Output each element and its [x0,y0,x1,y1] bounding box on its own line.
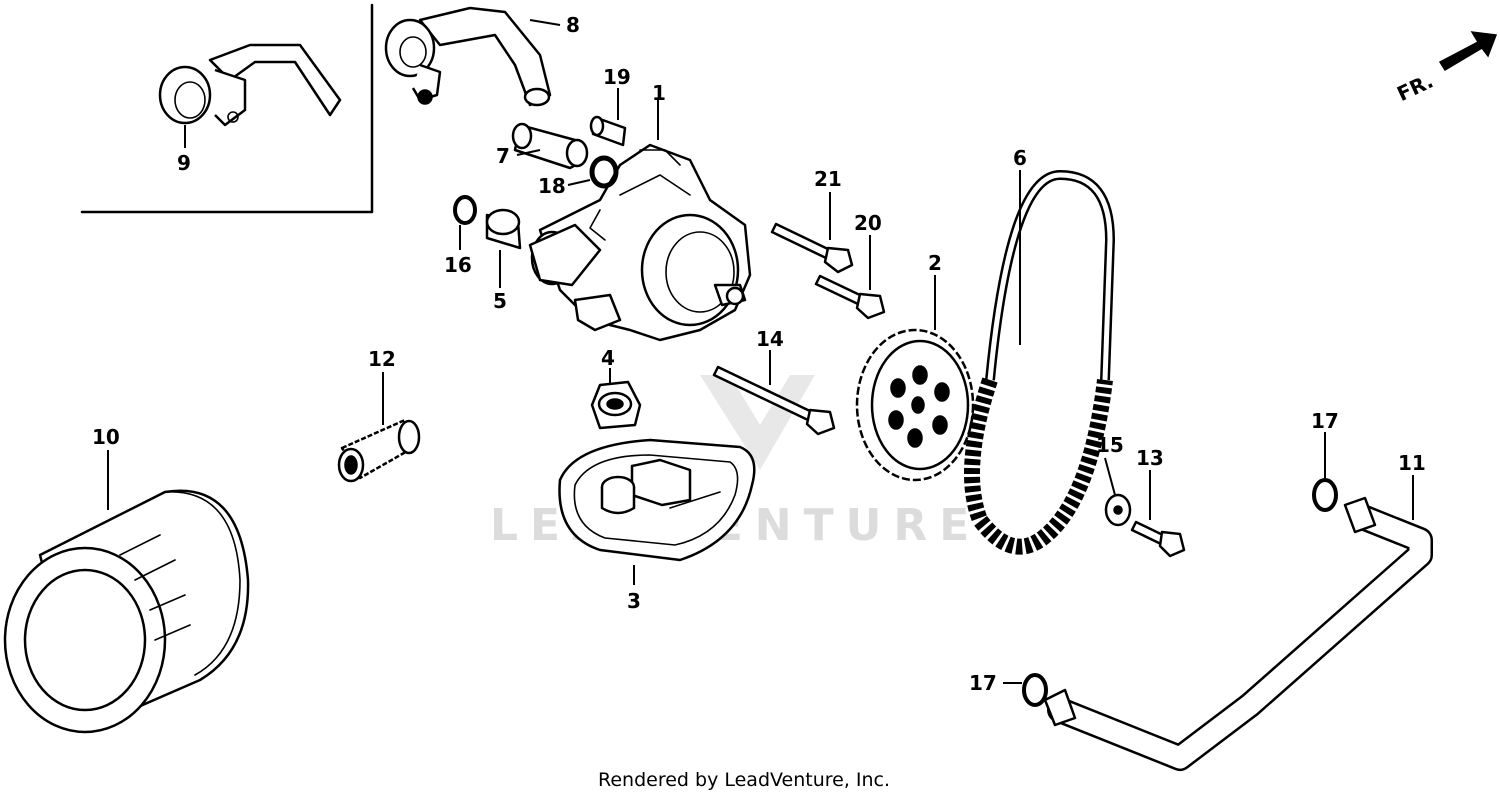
leader-lines [107,19,1414,684]
callout-17-lower: 17 [969,671,997,695]
part-14-long-bolt [712,365,836,436]
part-8-oil-pipe [384,6,552,107]
callout-17-upper: 17 [1311,409,1339,433]
callout-16: 16 [444,253,472,277]
part-20-bolt [814,274,886,320]
callout-15: 15 [1096,433,1124,457]
part-4-cap [590,380,642,430]
callout-10: 10 [92,425,120,449]
credit-text: Rendered by LeadVenture, Inc. [598,769,890,791]
part-3-oil-strainer [558,438,756,562]
part-15-washer [1104,493,1132,527]
callout-labels: 1 2 3 4 5 6 7 8 9 10 11 12 13 14 15 16 1… [92,13,1426,695]
callout-14: 14 [756,327,784,351]
part-17-o-ring-lower [1022,673,1048,707]
part-9-elbow-pipe [158,43,342,127]
part-2-sprocket [855,328,975,482]
callout-11: 11 [1398,451,1426,475]
callout-5: 5 [493,289,507,313]
part-17-o-ring-upper [1312,478,1338,512]
inset-frame [80,3,374,214]
callout-6: 6 [1013,146,1027,170]
callout-3: 3 [627,589,641,613]
callout-1: 1 [652,81,666,105]
part-16-o-ring [453,195,477,225]
callout-19: 19 [603,65,631,89]
part-19-dowel-pin [589,115,627,147]
part-1-oil-pump [528,143,752,342]
callout-13: 13 [1136,446,1164,470]
callout-4: 4 [601,346,615,370]
part-5-collar [485,208,522,250]
part-11-oil-pipe [1043,496,1433,771]
part-18-o-ring [589,155,619,189]
callout-2: 2 [928,251,942,275]
callout-12: 12 [368,347,396,371]
callout-20: 20 [854,211,882,235]
part-12-joint [337,418,421,483]
part-13-bolt [1130,520,1186,558]
callout-9: 9 [177,151,191,175]
part-6-drive-chain [964,169,1116,555]
front-direction-indicator: FR. [1393,31,1498,106]
part-7-pump-shaft [511,122,589,170]
front-label: FR. [1393,69,1437,106]
callout-8: 8 [566,13,580,37]
callout-7: 7 [496,144,510,168]
callout-18: 18 [538,174,566,198]
part-10-oil-filter [3,489,250,734]
callout-21: 21 [814,167,842,191]
part-21-bolt [770,222,854,274]
